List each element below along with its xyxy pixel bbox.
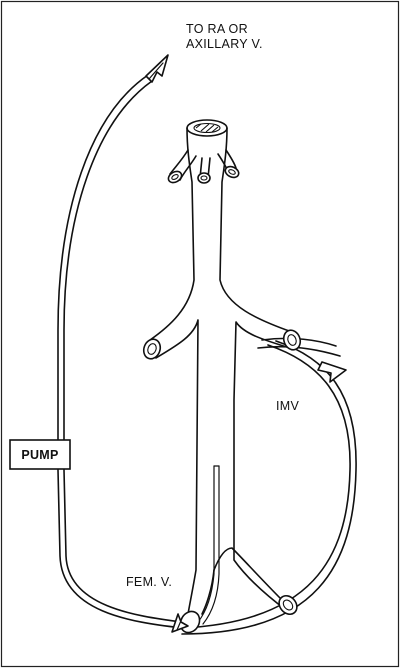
femoral-cannula — [198, 466, 219, 624]
outflow-arrow-icon — [146, 55, 168, 82]
imv-label: IMV — [276, 399, 299, 413]
destination-label-line1: TO RA OR — [186, 22, 248, 36]
imv-cannula — [182, 341, 356, 634]
femoral-opening — [172, 608, 203, 636]
vessel-trunk — [150, 120, 292, 626]
destination-label-line2: AXILLARY V. — [186, 37, 263, 51]
iliac-opening-right — [275, 592, 300, 618]
upper-branches — [166, 150, 240, 185]
pump-label: PUMP — [21, 448, 58, 462]
pump-box: PUMP — [10, 440, 70, 469]
fem-v-label: FEM. V. — [126, 575, 172, 589]
return-cannula — [58, 75, 182, 628]
